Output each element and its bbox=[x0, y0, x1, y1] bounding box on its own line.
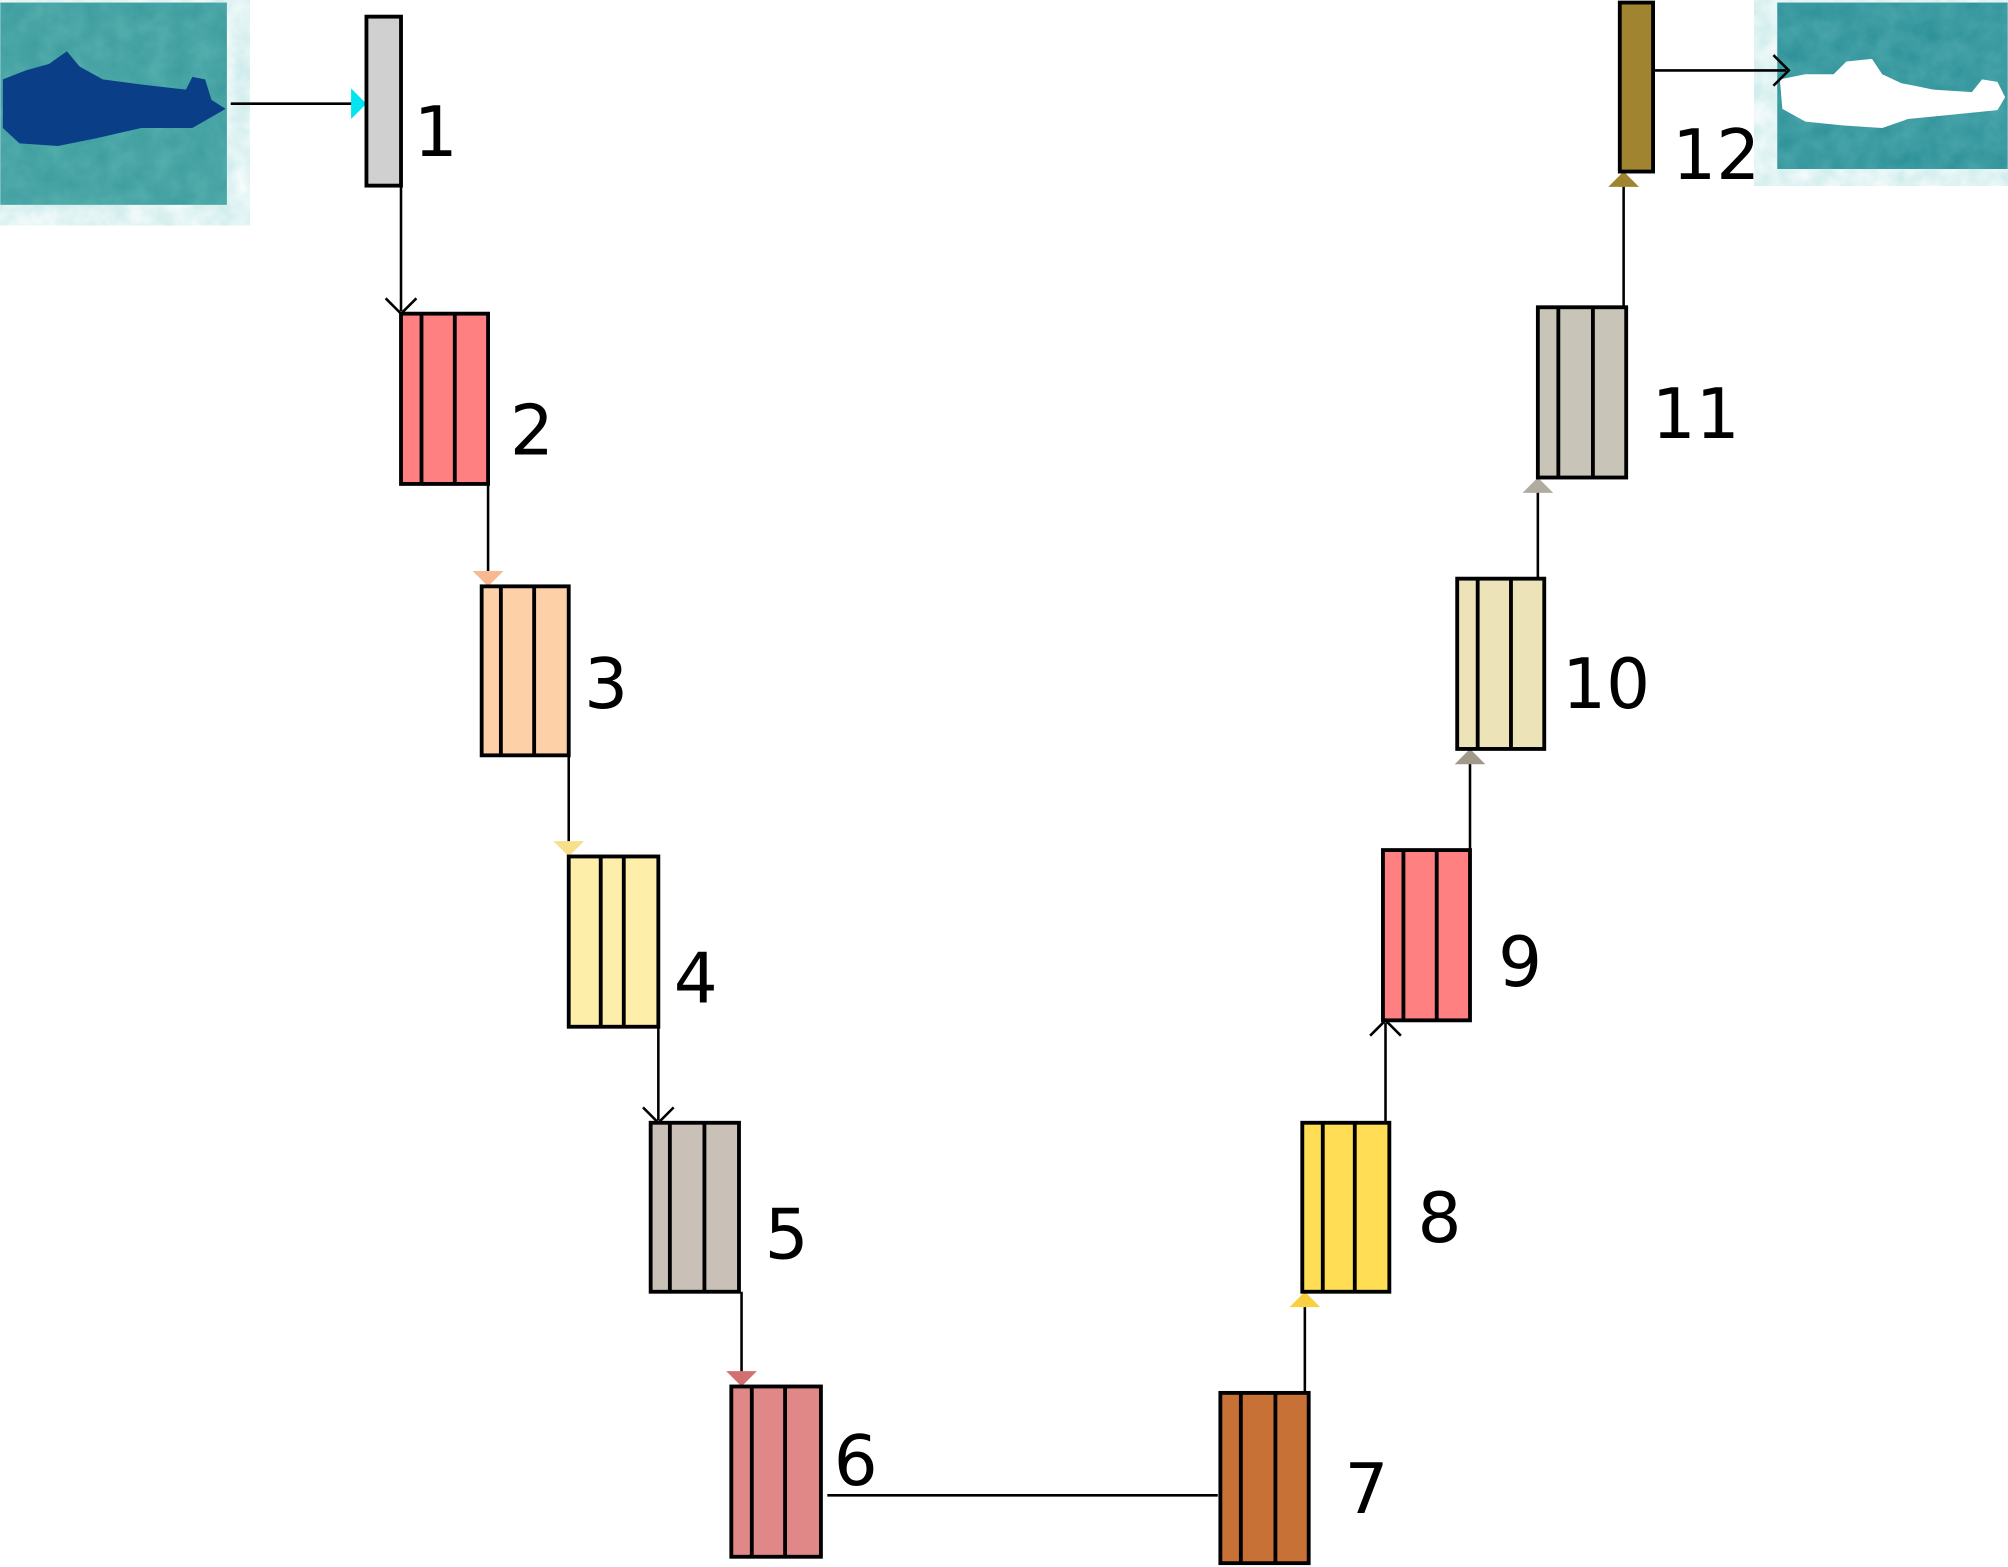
arrowhead-icon bbox=[1289, 1291, 1321, 1308]
block-rect bbox=[1535, 305, 1629, 480]
block-7: 7 bbox=[1218, 1390, 1389, 1566]
block-label: 12 bbox=[1672, 116, 1760, 196]
arrowhead-icon bbox=[1454, 748, 1486, 765]
connectors bbox=[230, 54, 1791, 1497]
block-rect bbox=[1218, 1390, 1311, 1566]
block-label: 7 bbox=[1345, 1450, 1389, 1530]
block-label: 1 bbox=[414, 93, 458, 173]
block-rect bbox=[1381, 848, 1472, 1023]
input-satellite-image bbox=[0, 2, 227, 205]
block-3: 3 bbox=[479, 584, 628, 758]
block-4: 4 bbox=[566, 854, 718, 1029]
arrowhead-icon bbox=[351, 88, 367, 120]
block-label: 2 bbox=[510, 391, 554, 471]
block-8: 8 bbox=[1300, 1120, 1462, 1294]
output-satellite-image bbox=[1777, 2, 2008, 169]
block-12: 12 bbox=[1617, 0, 1760, 196]
block-rect bbox=[729, 1384, 823, 1559]
block-rect bbox=[566, 854, 661, 1029]
arrowhead-icon bbox=[726, 1371, 757, 1387]
block-label: 6 bbox=[834, 1422, 878, 1502]
block-label: 8 bbox=[1418, 1179, 1462, 1259]
block-rect bbox=[479, 584, 571, 758]
block-label: 9 bbox=[1498, 923, 1542, 1003]
block-10: 10 bbox=[1455, 576, 1650, 751]
block-rect bbox=[648, 1120, 741, 1294]
arrowhead-icon bbox=[472, 570, 504, 587]
block-rect bbox=[1300, 1120, 1392, 1294]
block-11: 11 bbox=[1535, 305, 1740, 480]
block-9: 9 bbox=[1381, 848, 1542, 1023]
arrowhead-icon bbox=[553, 841, 585, 857]
block-rect bbox=[364, 14, 403, 188]
block-label: 11 bbox=[1652, 375, 1740, 455]
block-label: 5 bbox=[765, 1195, 809, 1275]
block-rect bbox=[399, 311, 490, 486]
block-label: 3 bbox=[584, 645, 628, 725]
block-label: 10 bbox=[1562, 645, 1650, 725]
block-6: 6 bbox=[729, 1384, 878, 1559]
block-rect bbox=[1455, 576, 1547, 751]
block-label: 4 bbox=[674, 939, 718, 1019]
block-1: 1 bbox=[364, 14, 458, 188]
arrowhead-icon bbox=[1772, 54, 1791, 87]
arrowhead-icon bbox=[1608, 171, 1639, 187]
block-5: 5 bbox=[648, 1120, 809, 1294]
block-2: 2 bbox=[399, 311, 554, 486]
block-rect bbox=[1617, 0, 1655, 174]
arrowhead-icon bbox=[1522, 477, 1554, 493]
